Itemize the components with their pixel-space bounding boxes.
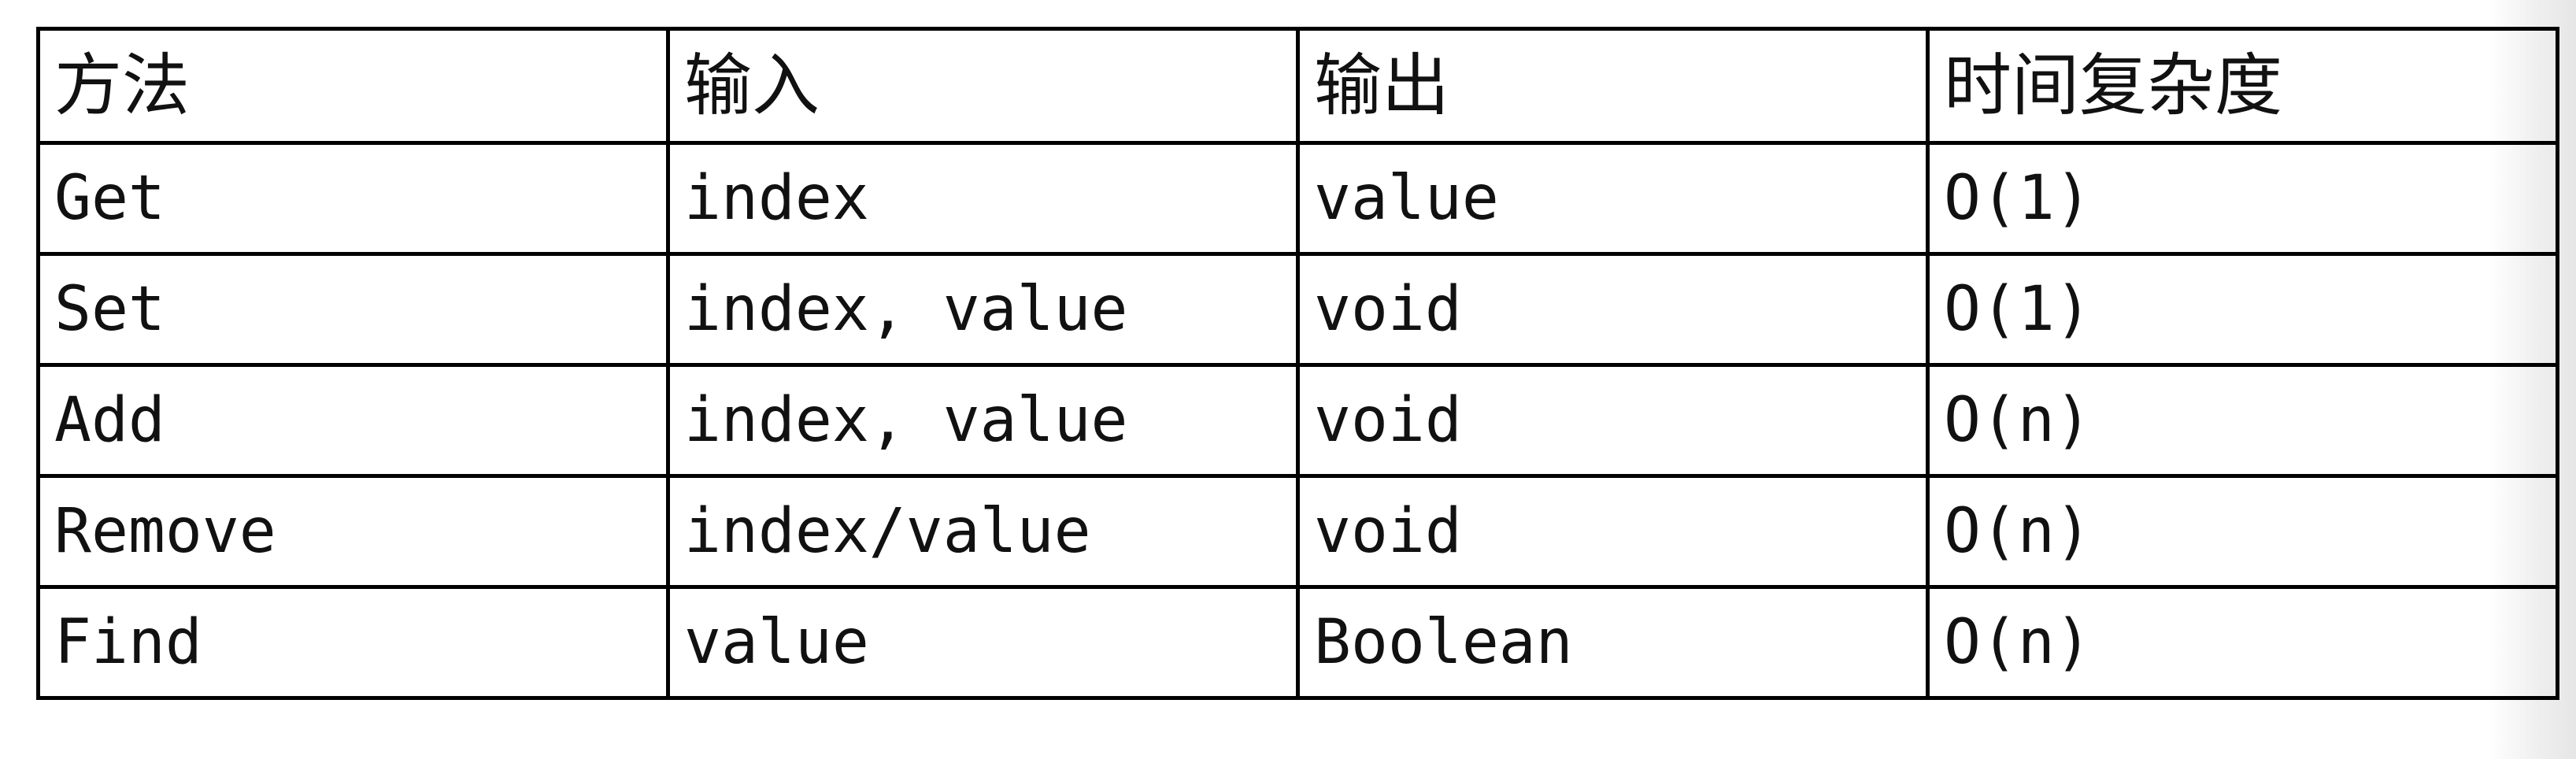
cell-complexity: O(n) — [1926, 363, 2559, 478]
header-output: 输出 — [1296, 27, 1930, 145]
table-header-row: 方法 输入 输出 时间复杂度 — [36, 27, 2559, 145]
cell-method: Find — [36, 585, 670, 700]
header-input: 输入 — [666, 27, 1300, 145]
cell-complexity: O(1) — [1926, 252, 2559, 367]
header-time-complexity: 时间复杂度 — [1926, 27, 2559, 145]
table-row: Find value Boolean O(n) — [36, 585, 2559, 700]
cell-method: Add — [36, 363, 670, 478]
cell-complexity: O(n) — [1926, 585, 2559, 700]
cell-method: Set — [36, 252, 670, 367]
cell-method: Get — [36, 141, 670, 256]
method-complexity-table: 方法 输入 输出 时间复杂度 Get index value O(1) Set … — [36, 27, 2559, 700]
table-row: Add index, value void O(n) — [36, 363, 2559, 478]
cell-input: index, value — [666, 363, 1300, 478]
cell-complexity: O(n) — [1926, 474, 2559, 589]
cell-input: index/value — [666, 474, 1300, 589]
cell-output: void — [1296, 474, 1930, 589]
cell-complexity: O(1) — [1926, 141, 2559, 256]
table-row: Get index value O(1) — [36, 141, 2559, 256]
cell-output: value — [1296, 141, 1930, 256]
cell-output: Boolean — [1296, 585, 1930, 700]
header-method: 方法 — [36, 27, 670, 145]
table-row: Set index, value void O(1) — [36, 252, 2559, 367]
cell-input: index, value — [666, 252, 1300, 367]
table-row: Remove index/value void O(n) — [36, 474, 2559, 589]
cell-output: void — [1296, 363, 1930, 478]
cell-method: Remove — [36, 474, 670, 589]
cell-input: value — [666, 585, 1300, 700]
cell-input: index — [666, 141, 1300, 256]
cell-output: void — [1296, 252, 1930, 367]
